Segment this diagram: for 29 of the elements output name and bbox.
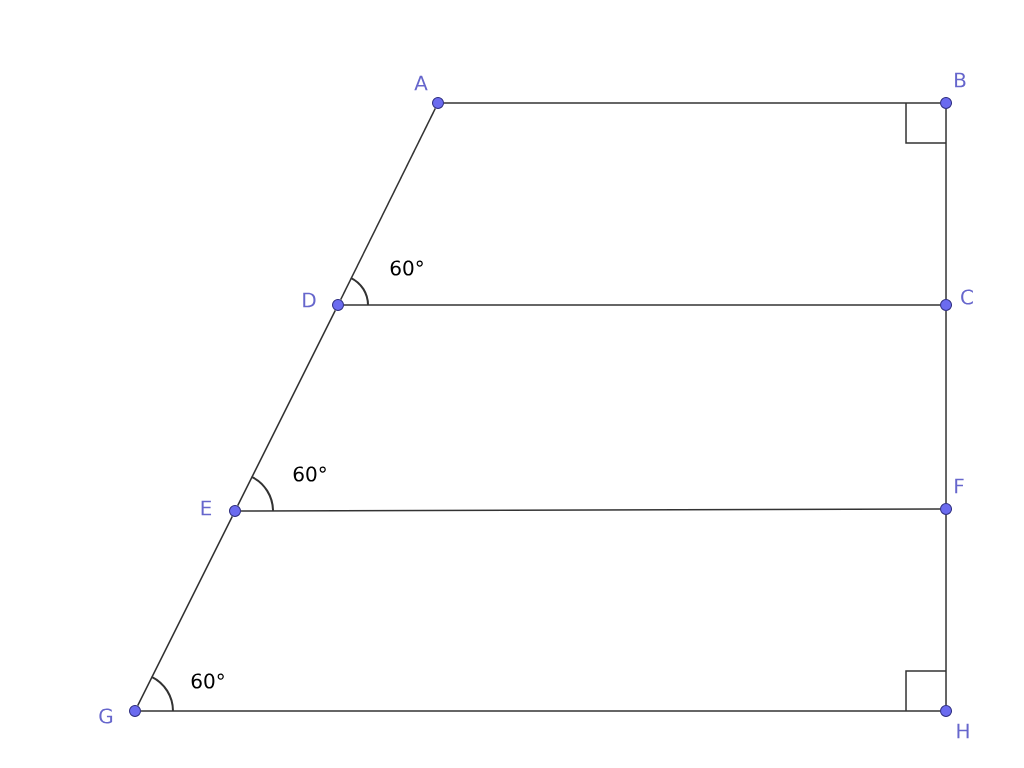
line-segment <box>343 304 941 306</box>
point: F <box>940 478 964 515</box>
line-segment <box>240 508 941 512</box>
point: C <box>940 289 973 311</box>
point: G <box>99 705 141 724</box>
point: B <box>940 72 966 109</box>
node-label: C <box>961 289 973 305</box>
node-label: B <box>955 72 966 88</box>
point: A <box>414 75 444 109</box>
line-segment <box>945 310 947 504</box>
node-label: F <box>955 478 964 494</box>
line-segment <box>945 514 947 706</box>
point: H <box>940 705 969 739</box>
line-segment <box>236 309 337 507</box>
angle-label: 60° <box>390 260 423 276</box>
line-segment <box>945 108 947 300</box>
line-segment <box>136 515 234 707</box>
node-label: E <box>201 500 212 516</box>
node-label: D <box>303 292 316 308</box>
node-label: A <box>414 75 428 91</box>
line-segment <box>339 107 437 301</box>
node-label: H <box>957 723 969 739</box>
point: E <box>201 500 241 517</box>
line-segment <box>140 710 941 712</box>
node-label: G <box>99 708 113 724</box>
line-segment <box>443 102 941 104</box>
angle-label: 60° <box>191 673 224 689</box>
angle-label: 60° <box>293 466 326 482</box>
point: D <box>303 292 344 311</box>
